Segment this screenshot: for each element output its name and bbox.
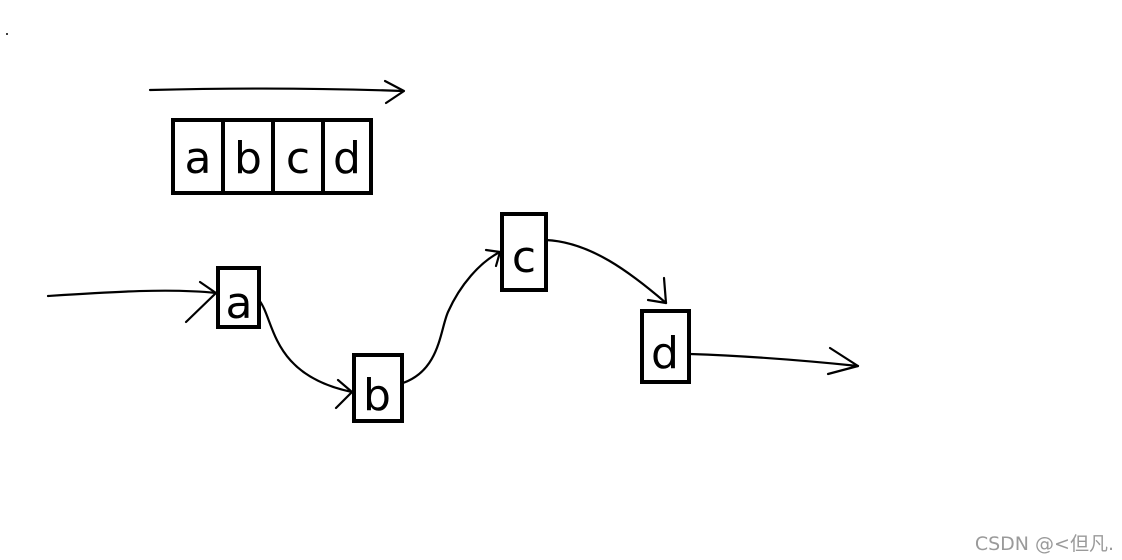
stray-dot bbox=[6, 33, 8, 35]
array-cell-label: a bbox=[185, 133, 212, 184]
list-node: c bbox=[500, 212, 548, 292]
list-node: d bbox=[640, 309, 691, 384]
array-cell-label: c bbox=[286, 133, 310, 184]
list-node-label: d bbox=[651, 328, 679, 379]
array-cell bbox=[271, 118, 325, 195]
array-block: a b c d bbox=[171, 118, 373, 195]
array-cell bbox=[221, 118, 275, 195]
list-exit-arrow bbox=[688, 346, 860, 376]
link-arrow-a-b bbox=[257, 298, 354, 410]
array-cell-label: b bbox=[234, 133, 262, 184]
array-cell-label: d bbox=[333, 133, 361, 184]
list-node: b bbox=[352, 353, 404, 423]
array-direction-arrow bbox=[148, 79, 406, 105]
array-cell bbox=[321, 118, 373, 195]
watermark: CSDN @<但凡. bbox=[974, 533, 1114, 555]
list-node-label: b bbox=[363, 370, 391, 421]
link-arrow-b-c bbox=[401, 248, 502, 385]
list-node-label: a bbox=[226, 278, 253, 329]
array-cell bbox=[171, 118, 225, 195]
link-arrow-c-d bbox=[544, 238, 668, 305]
list-node: a bbox=[216, 266, 261, 329]
list-entry-arrow bbox=[46, 280, 218, 324]
list-node-label: c bbox=[512, 232, 536, 283]
